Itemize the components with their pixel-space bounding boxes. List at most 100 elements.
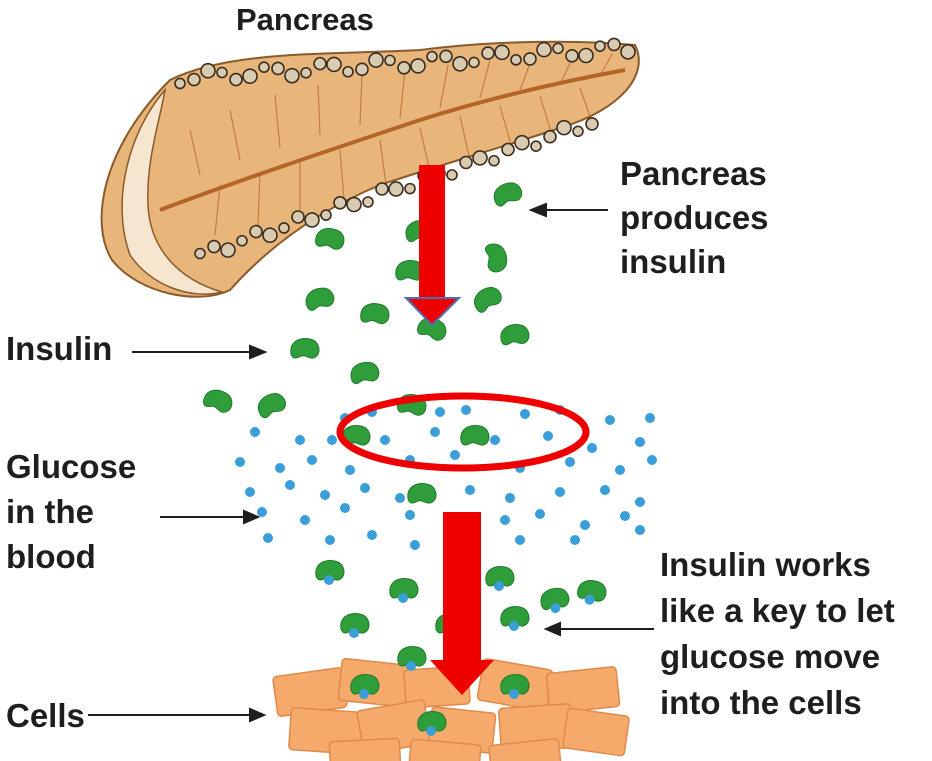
acinus [473, 151, 487, 165]
glucose-dot [435, 407, 445, 417]
acinus [175, 78, 185, 88]
acinus [230, 74, 242, 86]
acinus [411, 59, 425, 73]
acinus [376, 183, 388, 195]
acinus [263, 228, 277, 242]
glucose-dot [345, 465, 355, 475]
insulin-molecule [485, 242, 509, 273]
glucose-dot [490, 435, 500, 445]
insulin-molecule [539, 586, 571, 615]
glucose-dot [620, 511, 630, 521]
bound-glucose [509, 689, 519, 699]
acinus [553, 43, 563, 53]
acinus [544, 131, 556, 143]
label-line: blood [6, 534, 136, 579]
acinus [573, 126, 583, 136]
glucose-dot [543, 431, 553, 441]
glucose-dot [320, 490, 330, 500]
insulin-molecule [291, 339, 319, 359]
insulin-molecule [254, 390, 288, 420]
glucose-dot [327, 435, 337, 445]
cell [489, 738, 562, 761]
insulin-shape [349, 360, 380, 384]
acinus [511, 55, 521, 65]
acinus [524, 53, 536, 65]
glucose-dot [450, 450, 460, 460]
insulin-shape [303, 285, 335, 311]
glucose-dot [410, 540, 420, 550]
insulin-shape [470, 283, 504, 314]
arrow-glucose [160, 511, 258, 523]
acinus [334, 197, 346, 209]
label-line: in the [6, 489, 136, 534]
glucose-dot [505, 493, 515, 503]
acinus [389, 182, 403, 196]
bound-glucose [509, 621, 519, 631]
glucose-dot [635, 497, 645, 507]
acinus [557, 121, 571, 135]
bound-glucose [349, 628, 359, 638]
bound-glucose [426, 726, 436, 736]
label-line: Pancreas [620, 152, 769, 196]
acinus [369, 53, 383, 67]
pancreas-illustration [102, 38, 639, 296]
glucose-dot [263, 533, 273, 543]
acinus [327, 57, 341, 71]
glucose-dot [565, 457, 575, 467]
acinus [515, 136, 529, 150]
label-insulin-works-like-key: Insulin works like a key to let glucose … [660, 542, 895, 726]
acinus [217, 68, 227, 78]
glucose-dot [360, 483, 370, 493]
red-arrow-down-2 [430, 512, 494, 695]
acinus [259, 62, 269, 72]
bound-glucose [406, 661, 416, 671]
label-glucose-in-the-blood: Glucose in the blood [6, 444, 136, 579]
glucose-dot [615, 465, 625, 475]
glucose-dot [325, 535, 335, 545]
glucose-dot [257, 507, 267, 517]
label-line: into the cells [660, 680, 895, 726]
acinus [347, 198, 361, 212]
glucose-dot [380, 435, 390, 445]
insulin-molecule [491, 179, 524, 207]
insulin-shape [202, 386, 235, 414]
bound-glucose [494, 581, 504, 591]
acinus [502, 144, 514, 156]
label-line: glucose move [660, 634, 895, 680]
insulin-molecule [349, 360, 380, 384]
acinus [305, 213, 319, 227]
glucose-dot [300, 515, 310, 525]
glucose-dot [367, 530, 377, 540]
arrow-cells [88, 709, 264, 721]
acinus [495, 45, 509, 59]
label-cells: Cells [6, 694, 85, 738]
arrow-key [546, 623, 654, 635]
insulin-molecule [360, 302, 390, 324]
acinus [440, 50, 452, 62]
glucose-dot [635, 525, 645, 535]
acinus [356, 63, 368, 75]
cell [329, 738, 400, 761]
glucose-dot [520, 409, 530, 419]
acinus [453, 57, 467, 71]
glucose-dot [465, 485, 475, 495]
insulin-molecule [341, 614, 369, 638]
label-line: produces [620, 196, 769, 240]
acinus [482, 47, 494, 59]
acinus [537, 43, 551, 57]
glucose-dot [430, 427, 440, 437]
label-line: Glucose [6, 444, 136, 489]
acinus [586, 118, 598, 130]
label-pancreas-title: Pancreas [236, 0, 374, 40]
glucose-dot [515, 535, 525, 545]
arrow-insulin [132, 346, 265, 358]
bound-glucose [359, 689, 369, 699]
label-line: insulin [620, 240, 769, 284]
glucose-dot [600, 485, 610, 495]
acinus [188, 74, 200, 86]
acinus [447, 170, 457, 180]
insulin-molecule [316, 561, 344, 585]
acinus [460, 156, 472, 168]
glucose-dot [587, 443, 597, 453]
glucose-dot [500, 515, 510, 525]
